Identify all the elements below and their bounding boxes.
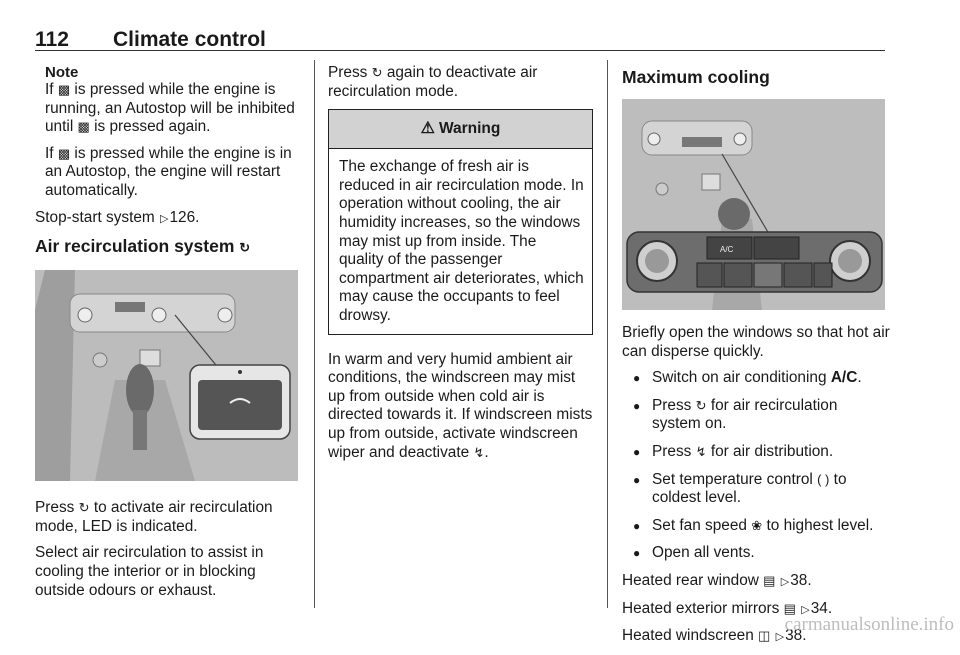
column-2: Press ↻ again to deactivate air recircul… [328, 64, 593, 470]
press-to-activate: Press ↻ to activate air recirculation mo… [35, 499, 273, 535]
select-recirculation-text: Select air recirculation to assist in co… [35, 544, 264, 599]
page-ref-arrow-icon: ▷ [801, 603, 810, 616]
windscreen-air-distribution-icon: ↯ [473, 444, 485, 460]
page-header: 112 Climate control [35, 28, 885, 51]
climate-panel-figure: A/C [622, 99, 885, 310]
stopstart-reference: Stop-start system ▷126. [35, 209, 300, 229]
warning-triangle-icon: ⚠ [420, 119, 435, 137]
warning-box: ⚠ Warning The exchange of fresh air is r… [328, 109, 593, 335]
eco-button-icon: ▩ [77, 119, 90, 135]
windscreen-air-distribution-icon: ↯ [695, 443, 707, 459]
page-ref-arrow-icon: ▷ [160, 212, 169, 225]
temperature-control-icon: ( ) [817, 471, 830, 487]
warning-header: ⚠ Warning [329, 110, 592, 150]
ac-button-label: A/C [720, 245, 734, 254]
heated-mirrors-ref: Heated exterior mirrors ▤ ▷34. [622, 600, 890, 620]
recirculation-icon: ↻ [695, 397, 707, 413]
cooling-steps-list: Switch on air conditioning A/C. Press ↻ … [622, 369, 890, 563]
heated-rear-window-ref: Heated rear window ▤ ▷38. [622, 572, 890, 592]
heated-mirror-icon: ▤ [783, 600, 796, 616]
watermark: carmanualsonline.info [784, 614, 954, 635]
list-item: Set fan speed ❀ to highest level. [622, 517, 890, 536]
heated-windscreen-icon: ◫ [758, 628, 771, 644]
heated-windscreen-ref: Heated windscreen ◫ ▷38. [622, 627, 890, 647]
list-item: Open all vents. [622, 544, 890, 563]
page-ref-link[interactable]: 38. [785, 627, 807, 645]
warning-body: The exchange of fresh air is reduced in … [339, 158, 584, 324]
recirculation-icon: ↻ [78, 500, 90, 516]
heading-air-recirculation: Air recirculation system ↻ [35, 236, 251, 257]
list-item: Press ↯ for air distribution. [622, 443, 890, 462]
humid-conditions-text: In warm and very humid ambient air condi… [328, 350, 593, 461]
page-ref-link[interactable]: 34. [810, 599, 833, 617]
console-illustration [35, 270, 298, 482]
eco-button-icon: ▩ [57, 145, 71, 161]
heated-rear-window-icon: ▤ [763, 572, 776, 588]
list-item: Press ↻ for air recirculation system on. [622, 397, 890, 434]
column-1: Note If ▩ is pressed while the engine is… [35, 64, 300, 608]
ac-label: A/C [830, 369, 858, 387]
note-block: Note If ▩ is pressed while the engine is… [35, 64, 300, 201]
heading-maximum-cooling: Maximum cooling [622, 67, 770, 87]
column-3: Maximum cooling A/C [622, 64, 890, 655]
recirculation-icon: ↻ [239, 240, 251, 256]
recirculation-icon: ↻ [371, 65, 383, 80]
page-ref-link[interactable]: 126. [169, 208, 200, 226]
fan-icon: ❀ [751, 517, 763, 533]
header-rule [35, 50, 885, 51]
page-number: 112 [35, 28, 69, 51]
note-title: Note [45, 64, 79, 81]
open-windows-text: Briefly open the windows so that hot air… [622, 324, 890, 360]
note-paragraph-1: If ▩ is pressed while the engine is runn… [45, 81, 295, 136]
page-ref-arrow-icon: ▷ [775, 631, 785, 644]
warning-title: Warning [438, 119, 501, 137]
press-to-deactivate: Press ↻ again to deactivate air recircul… [328, 64, 538, 100]
section-title: Climate control [113, 28, 266, 51]
page-ref-link[interactable]: 38. [790, 571, 812, 589]
list-item: Switch on air conditioning A/C. [622, 369, 890, 388]
note-paragraph-2: If ▩ is pressed while the engine is in a… [45, 144, 292, 199]
eco-button-icon: ▩ [57, 82, 71, 97]
page-ref-arrow-icon: ▷ [780, 575, 790, 588]
climate-panel-illustration: A/C [622, 99, 885, 310]
column-divider-2 [607, 60, 608, 608]
list-item: Set temperature control ( ) to coldest l… [622, 471, 890, 508]
recirculation-button-figure [35, 270, 298, 482]
column-divider-1 [314, 60, 315, 608]
